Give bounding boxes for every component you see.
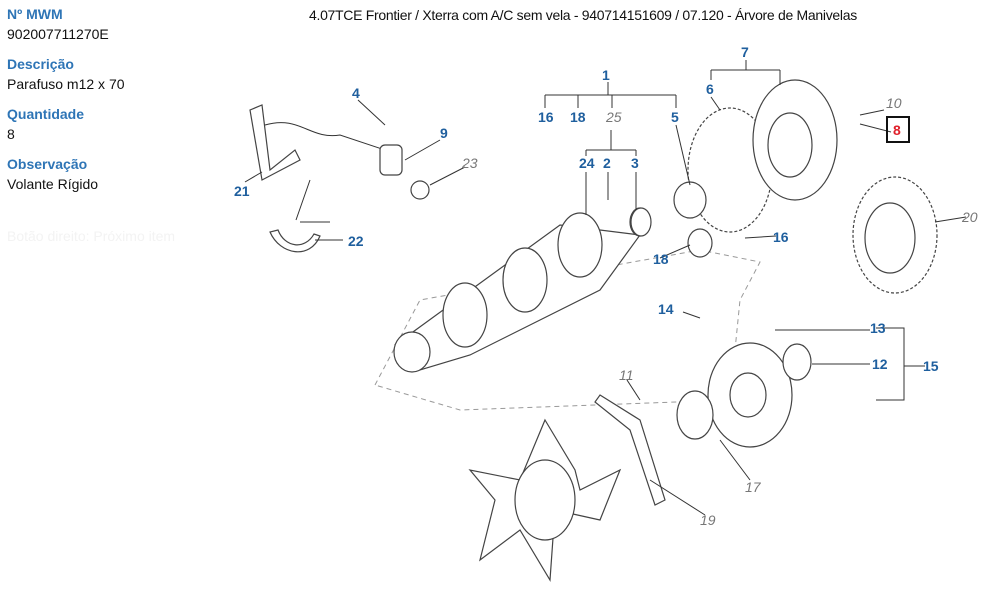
- callout-22[interactable]: 22: [348, 233, 364, 249]
- quantity-label: Quantidade: [7, 106, 85, 122]
- hint-text: Botão direito: Próximo item: [7, 228, 176, 244]
- callout-19[interactable]: 19: [700, 512, 716, 528]
- callout-7[interactable]: 7: [741, 44, 749, 60]
- callout-21[interactable]: 21: [234, 183, 250, 199]
- callout-2[interactable]: 2: [603, 155, 611, 171]
- crankshaft: [393, 207, 651, 373]
- leader-lines: [244, 60, 967, 516]
- description-label: Descrição: [7, 56, 74, 72]
- callout-1[interactable]: 1: [602, 67, 610, 83]
- callout-10[interactable]: 10: [886, 95, 902, 111]
- callout-25[interactable]: 25: [605, 109, 622, 125]
- callout-13[interactable]: 13: [870, 320, 886, 336]
- callout-4[interactable]: 4: [352, 85, 360, 101]
- part-details: Nº MWM 902007711270E Descrição Parafuso …: [7, 6, 217, 244]
- callout-24[interactable]: 24: [579, 155, 595, 171]
- pulley: [594, 342, 812, 506]
- callout-18b[interactable]: 18: [653, 251, 669, 267]
- page-title: 4.07TCE Frontier / Xterra com A/C sem ve…: [309, 7, 857, 23]
- part-number: 902007711270E: [7, 26, 109, 42]
- flywheel: [630, 79, 938, 294]
- callout-9[interactable]: 9: [440, 125, 448, 141]
- description: Parafuso m12 x 70: [7, 76, 125, 92]
- callout-23[interactable]: 23: [461, 155, 478, 171]
- callout-11[interactable]: 11: [619, 367, 634, 383]
- fan: [468, 418, 622, 582]
- callout-8-selected[interactable]: 8: [893, 122, 901, 138]
- callout-18[interactable]: 18: [570, 109, 586, 125]
- callout-6[interactable]: 6: [706, 81, 714, 97]
- callout-5[interactable]: 5: [671, 109, 679, 125]
- part-number-label: Nº MWM: [7, 6, 63, 22]
- engine-outline: [374, 249, 761, 411]
- callout-15[interactable]: 15: [923, 358, 939, 374]
- observation-label: Observação: [7, 156, 88, 172]
- selected-part-box: [886, 116, 910, 143]
- callout-3[interactable]: 3: [631, 155, 639, 171]
- callout-17[interactable]: 17: [745, 479, 762, 495]
- quantity: 8: [7, 126, 15, 142]
- callout-14[interactable]: 14: [658, 301, 674, 317]
- callout-16b[interactable]: 16: [773, 229, 789, 245]
- sensor-bracket: [249, 104, 430, 253]
- callout-12[interactable]: 12: [872, 356, 888, 372]
- callout-20[interactable]: 20: [961, 209, 978, 225]
- observation: Volante Rígido: [7, 176, 99, 192]
- callout-16[interactable]: 16: [538, 109, 554, 125]
